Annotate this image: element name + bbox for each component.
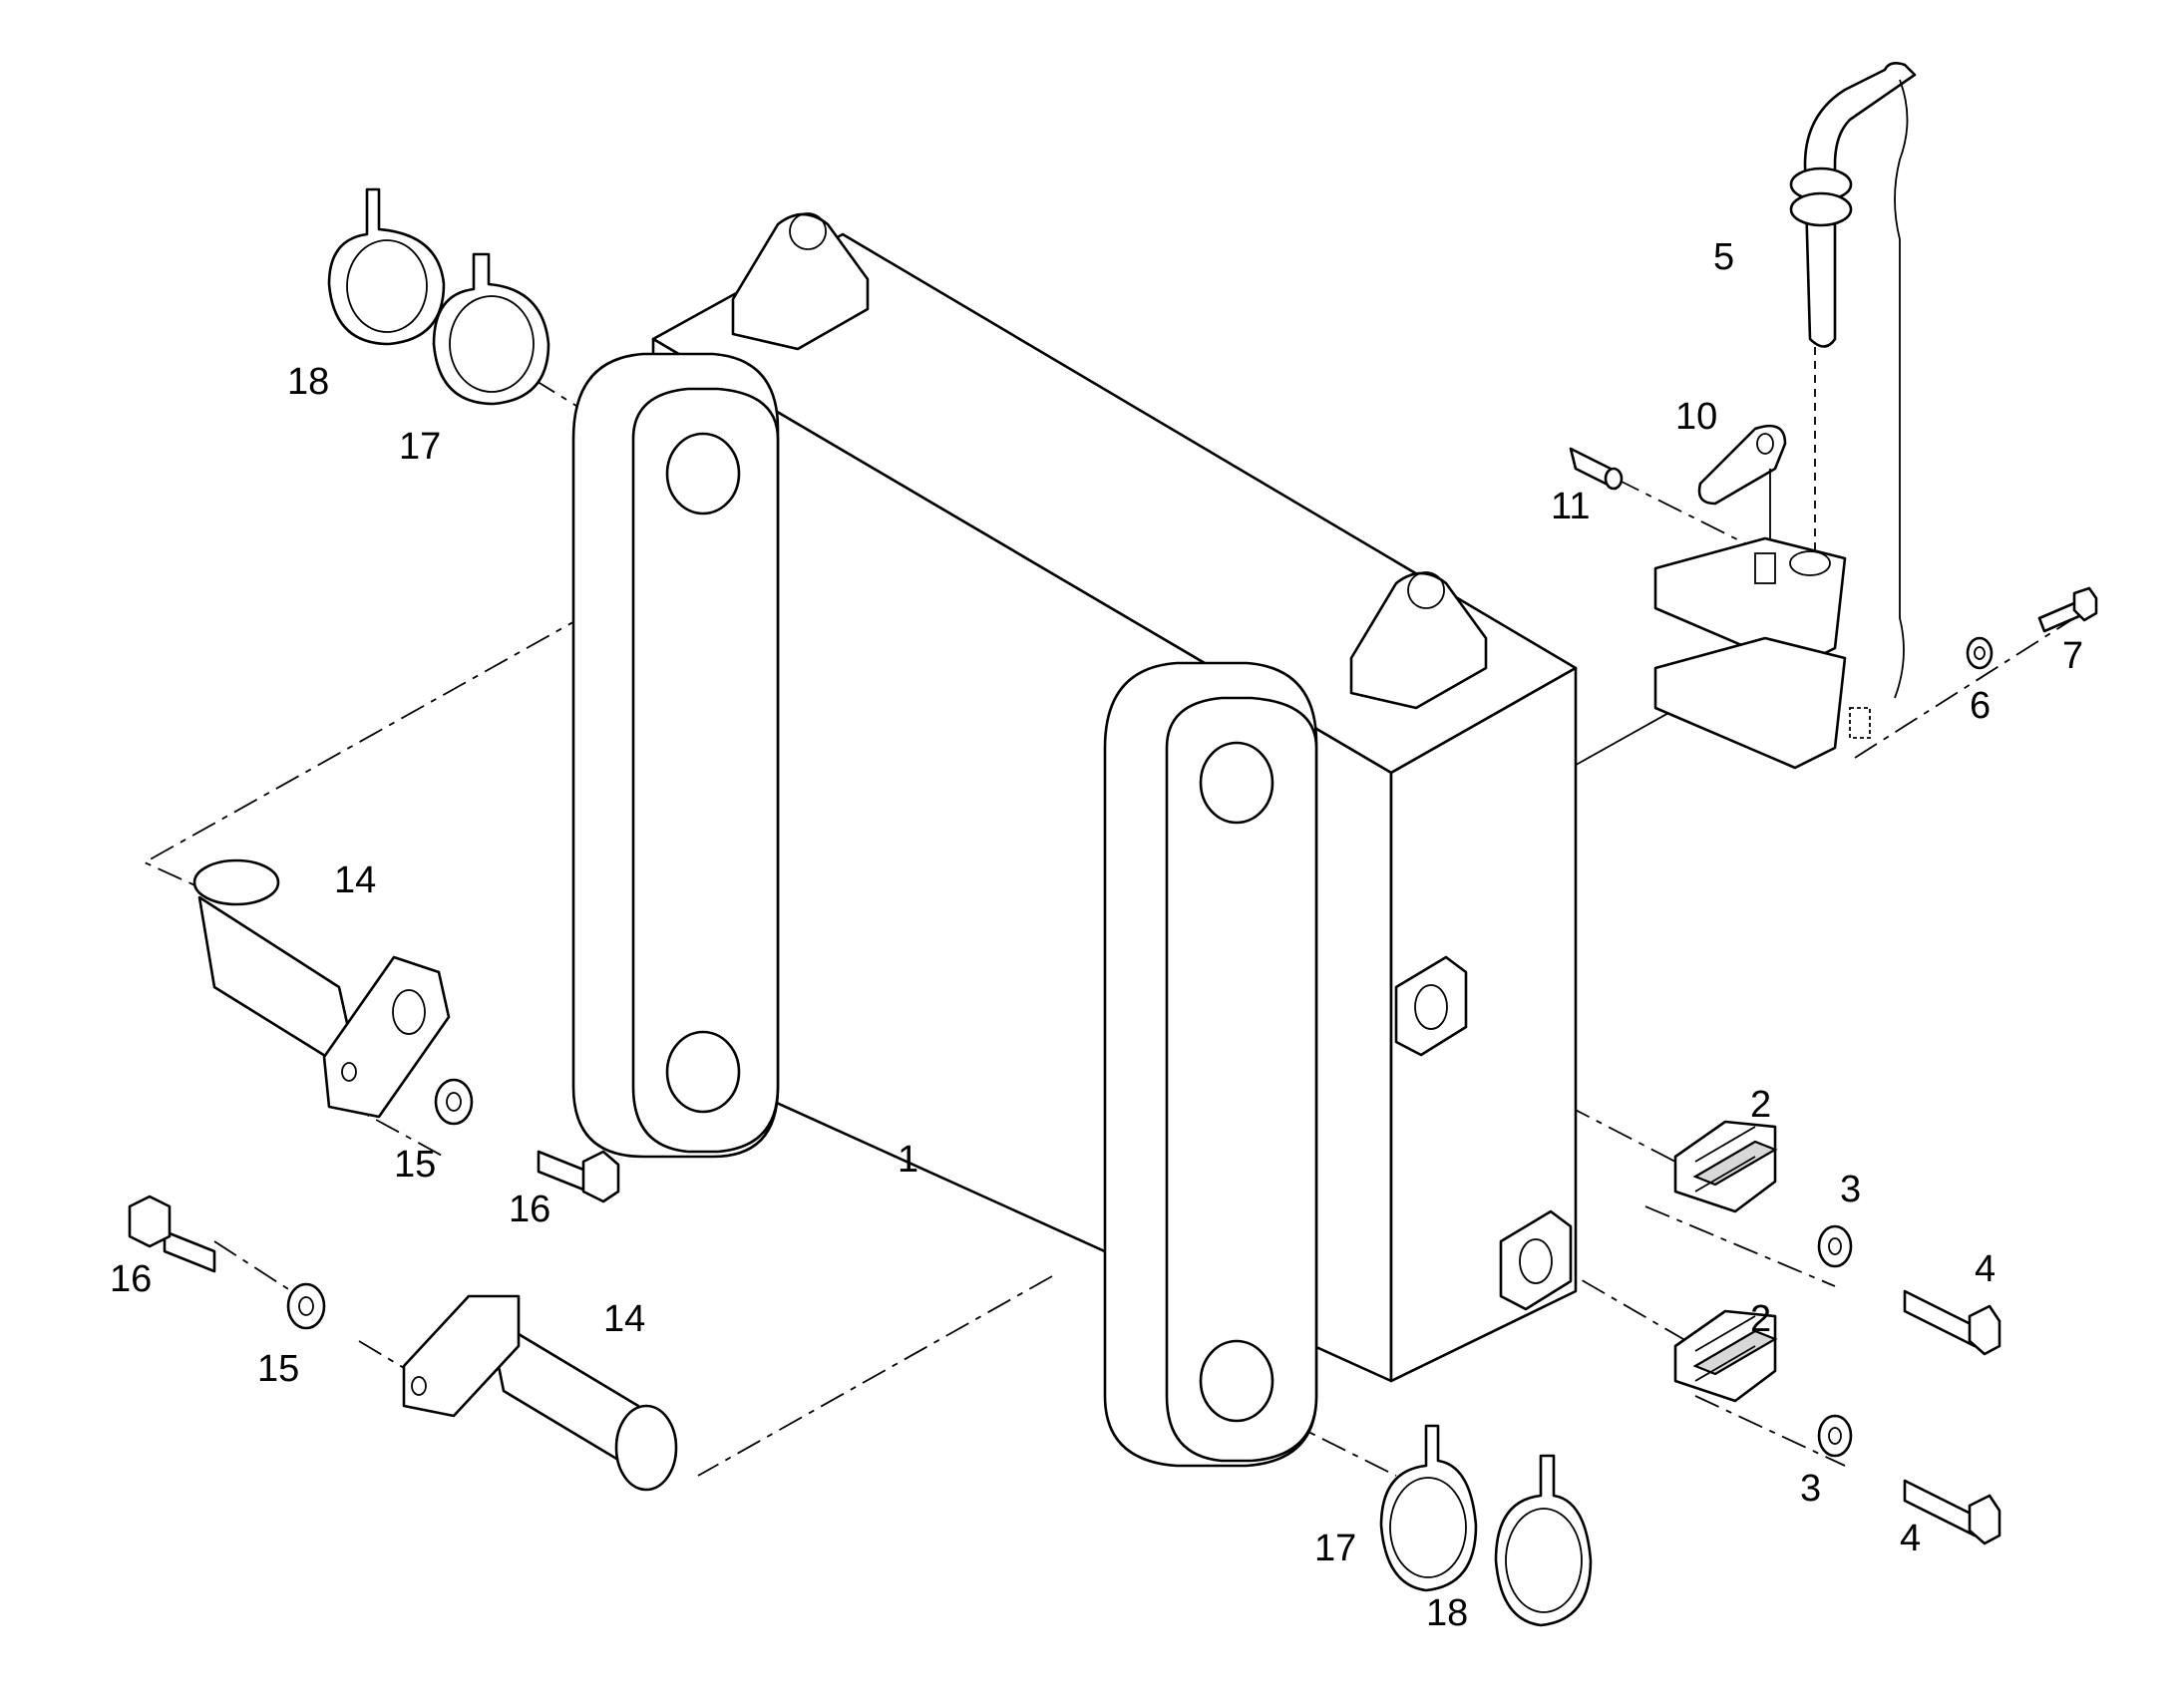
pin-bracket <box>1653 536 1871 770</box>
bolt-part-7 <box>2037 586 2098 633</box>
callout-2-upper: 2 <box>1750 1084 1771 1126</box>
pin-part-14-upper <box>192 858 451 1119</box>
washer-part-3-lower <box>1817 1414 1853 1458</box>
callout-3-lower: 3 <box>1800 1468 1821 1510</box>
callout-labels: 1 2 2 3 3 4 4 5 6 7 10 11 14 14 15 15 16… <box>110 236 2083 1634</box>
main-frame-part-1 <box>571 212 1578 1468</box>
callout-6: 6 <box>1970 685 1991 727</box>
rubber-block-part-2-upper <box>1673 1120 1778 1213</box>
callout-14-lower: 14 <box>603 1298 645 1340</box>
callout-15-lower: 15 <box>257 1348 299 1390</box>
lever-part-10 <box>1697 424 1787 558</box>
callout-16-upper: 16 <box>509 1189 550 1230</box>
locking-plate-part-17-lower <box>1379 1424 1478 1592</box>
callout-18-lower: 18 <box>1426 1592 1468 1634</box>
washer-part-15-lower <box>286 1282 326 1330</box>
callout-7: 7 <box>2062 635 2083 677</box>
callout-4-lower: 4 <box>1900 1518 1921 1559</box>
callout-17-upper: 17 <box>399 426 441 468</box>
bolt-part-4-lower <box>1903 1479 2001 1545</box>
callout-17-lower: 17 <box>1314 1528 1356 1569</box>
washer-part-6 <box>1966 636 1994 670</box>
callout-16-lower: 16 <box>110 1258 152 1300</box>
bolt-part-16-lower <box>128 1195 216 1273</box>
washer-part-3-upper <box>1817 1224 1853 1268</box>
pin-part-14-lower <box>402 1294 678 1492</box>
sleeve-part-11 <box>1569 447 1624 491</box>
callout-10: 10 <box>1675 396 1717 438</box>
locking-pin-part-5 <box>1789 62 1917 699</box>
washer-part-15-upper <box>434 1078 474 1126</box>
callout-11: 11 <box>1551 486 1590 527</box>
callout-18-upper: 18 <box>287 361 329 403</box>
callout-2-lower: 2 <box>1750 1298 1771 1340</box>
rubber-block-part-2-lower <box>1673 1309 1778 1403</box>
callout-3-upper: 3 <box>1840 1169 1861 1210</box>
callout-1: 1 <box>898 1139 918 1181</box>
locking-plate-part-18-lower <box>1494 1454 1593 1627</box>
callout-14-upper: 14 <box>334 859 376 901</box>
callout-5: 5 <box>1713 236 1734 278</box>
locking-plate-part-17-upper <box>432 252 550 406</box>
locking-plate-part-18-upper <box>327 187 446 346</box>
callout-4-upper: 4 <box>1975 1248 1996 1290</box>
callout-15-upper: 15 <box>394 1144 436 1186</box>
bolt-part-4-upper <box>1903 1289 2001 1356</box>
bolt-part-16-upper <box>537 1150 620 1203</box>
